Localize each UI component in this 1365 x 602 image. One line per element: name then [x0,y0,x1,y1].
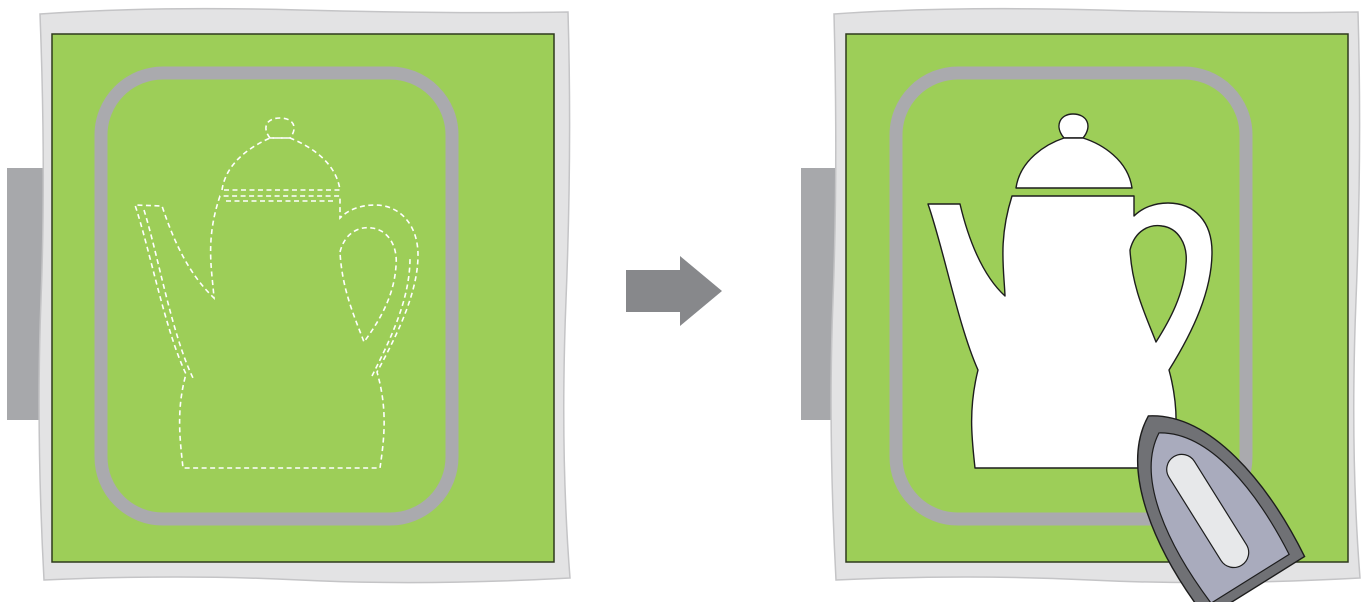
applique-lid-knob [1058,113,1089,139]
embroidery-hoop [889,66,1253,526]
teapot-icon [927,113,1213,469]
body-outline [133,195,419,469]
lid-outline [221,137,341,191]
handle-hole-outline [339,226,397,344]
iron-icon [1137,415,1306,602]
fabric [51,33,555,563]
lid-knob-outline [265,117,295,139]
body-seam-outline [143,200,411,379]
iron-handle [1166,453,1250,569]
arrow-right-icon [626,256,722,326]
panel-after [801,7,1361,602]
teapot-stitch-outline [133,117,419,469]
embroidery-hoop [94,66,459,526]
panel-before [7,7,571,584]
applique-body [927,195,1213,469]
applique-lid [1015,137,1133,189]
